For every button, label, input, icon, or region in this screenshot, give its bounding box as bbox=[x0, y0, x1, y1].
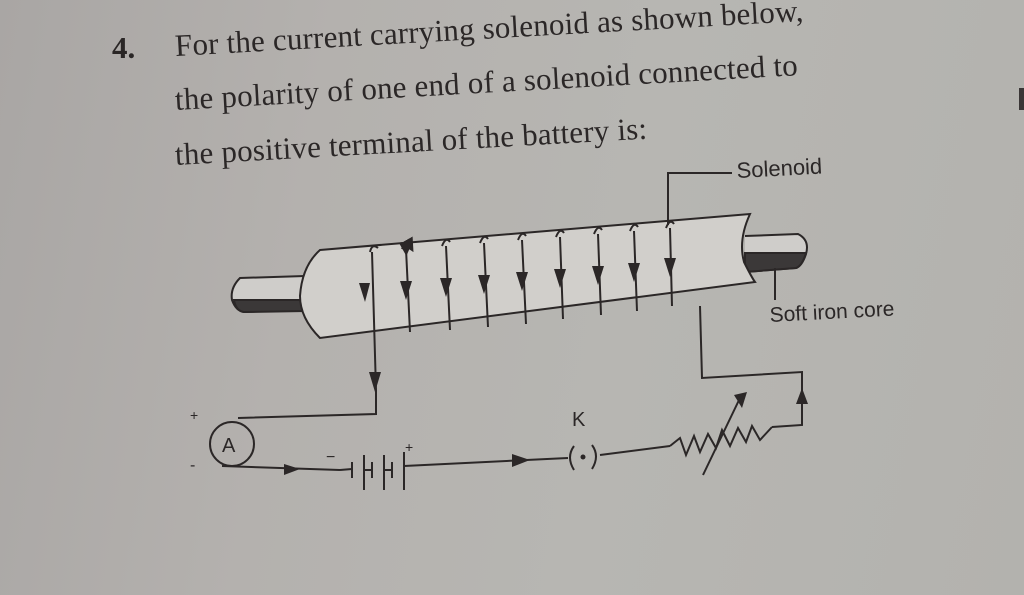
rheostat bbox=[669, 423, 773, 458]
key-label: K bbox=[572, 409, 586, 431]
question-number: 4. bbox=[112, 30, 136, 65]
ammeter-label: A bbox=[222, 435, 236, 457]
core-right-end bbox=[744, 232, 808, 274]
core-left-end bbox=[230, 275, 306, 314]
plug-key bbox=[569, 444, 597, 471]
ammeter-minus: - bbox=[190, 457, 195, 474]
current-direction-arrows bbox=[359, 258, 676, 392]
core-label: Soft iron core bbox=[769, 297, 895, 327]
solenoid-label: Solenoid bbox=[736, 154, 823, 183]
battery bbox=[339, 452, 405, 490]
solenoid-leader bbox=[667, 172, 732, 225]
solenoid-cylinder bbox=[298, 212, 757, 340]
battery-minus: − bbox=[326, 449, 335, 466]
ammeter-plus: + bbox=[190, 407, 198, 423]
page-edge-mark bbox=[1019, 88, 1024, 110]
battery-plus: + bbox=[405, 439, 413, 455]
